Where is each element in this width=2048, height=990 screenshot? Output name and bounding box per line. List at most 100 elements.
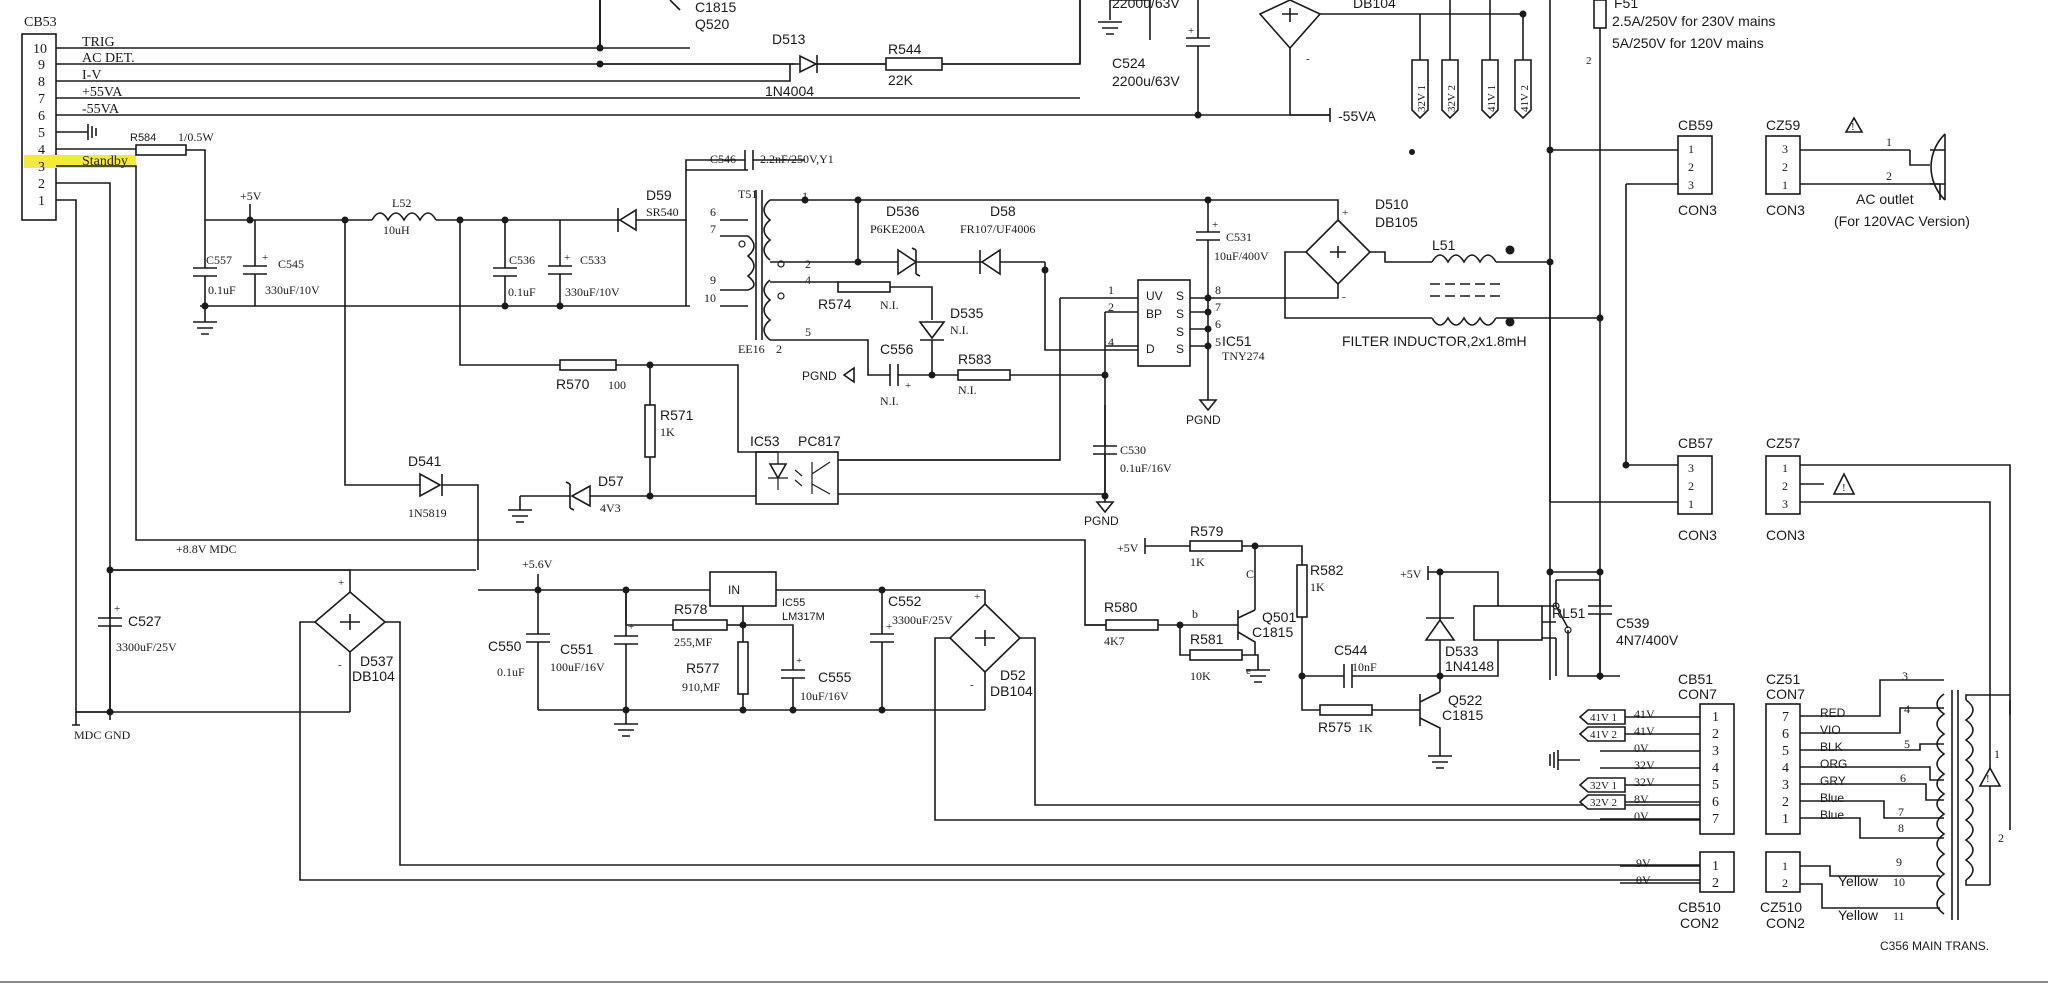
c531-plus: + xyxy=(1212,219,1218,231)
cb51-flag-2: 32V 1 xyxy=(1590,780,1617,792)
d52-minus: - xyxy=(970,679,974,691)
c524-plus: + xyxy=(1188,25,1194,37)
cb59-label: CB59 xyxy=(1678,117,1713,133)
flag-41v1: 41V 1 xyxy=(1486,85,1498,112)
d59-value: SR540 xyxy=(646,205,679,219)
q501-b: b xyxy=(1192,607,1198,621)
signal-neg55va: -55VA xyxy=(82,102,120,117)
c530-value: 0.1uF/16V xyxy=(1120,461,1172,475)
pgnd-label-3: PGND xyxy=(1084,514,1119,528)
r544-value: 22K xyxy=(888,72,914,88)
r570-label: R570 xyxy=(556,376,590,392)
resistor-r581 xyxy=(1189,649,1243,661)
filter-inductor-label: FILTER INDUCTOR,2x1.8mH xyxy=(1342,333,1527,349)
r584-value: 1/0.5W xyxy=(178,130,214,144)
cb510-voltage-1: 9V xyxy=(1636,856,1651,870)
ic51-uv: UV xyxy=(1146,289,1163,303)
ic51-pin4: 4 xyxy=(1108,335,1114,349)
cz51-pin-5: 5 xyxy=(1782,744,1789,759)
ic55-in: IN xyxy=(728,583,740,597)
r581-label: R581 xyxy=(1190,631,1224,647)
d510-value: DB105 xyxy=(1375,214,1418,230)
c545-value: 330uF/10V xyxy=(265,283,320,297)
trans-pin2: 2 xyxy=(1998,831,2004,845)
cb59-pin2: 2 xyxy=(1688,160,1694,174)
fuse-f51 xyxy=(1593,0,1607,29)
cz51-wire-color-blk: BLK xyxy=(1820,740,1843,754)
resistor-r570 xyxy=(559,359,617,371)
cz51-pin-4: 4 xyxy=(1782,761,1789,776)
relay-section: +5V R579 1K C R582 1K R580 4K7 b R581 10… xyxy=(1085,523,1679,769)
cz510-wire-2: Yellow xyxy=(1838,907,1879,923)
cb51-voltage-1: 41V xyxy=(1634,707,1655,721)
r578-label: R578 xyxy=(674,601,708,617)
d536-label: D536 xyxy=(886,203,920,219)
cb51-flag-1: 41V 2 xyxy=(1590,729,1617,741)
r574-value: N.I. xyxy=(880,298,899,312)
cb510-con2: CON2 xyxy=(1680,915,1719,931)
d52-value: DB104 xyxy=(990,683,1033,699)
trans-pin6: 6 xyxy=(1900,771,1906,785)
cz51-pin-7: 7 xyxy=(1782,710,1789,725)
ic51-s2: S xyxy=(1176,307,1184,321)
signal-ac-det: AC DET. xyxy=(82,51,135,66)
c524-value: 2200u/63V xyxy=(1112,73,1180,89)
fuse-rating-1: 2.5A/250V for 230V mains xyxy=(1612,13,1775,29)
r581-value: 10K xyxy=(1190,669,1211,683)
ac-outlet-label: AC outlet xyxy=(1856,191,1914,207)
cz51-wire-color-gry: GRY xyxy=(1820,774,1846,788)
warning-icon-2 xyxy=(1832,472,1856,495)
cb53-pin-5: 5 xyxy=(38,126,45,141)
d510-minus: - xyxy=(1342,291,1346,303)
warning-mark-2: ! xyxy=(1842,482,1846,494)
l52-label: L52 xyxy=(392,196,411,210)
pgnd-label-1: PGND xyxy=(802,369,837,383)
main-trans-label: C356 MAIN TRANS. xyxy=(1880,939,1989,953)
cz57-pin1: 1 xyxy=(1782,461,1788,475)
d536-value: P6KE200A xyxy=(870,222,926,236)
diode-d513 xyxy=(799,54,818,74)
c546-value: 2.2nF/250V,Y1 xyxy=(760,152,834,166)
trans-pin3: 3 xyxy=(1902,669,1908,683)
c546-label: C546 xyxy=(710,152,736,166)
cz51-pin-3: 3 xyxy=(1782,778,1789,793)
r577-value: 910,MF xyxy=(682,680,721,694)
cz51-pin-1: 1 xyxy=(1782,812,1789,827)
cb51-pin-4: 4 xyxy=(1712,761,1719,776)
ic53-label: IC53 xyxy=(750,433,780,449)
ic51-d: D xyxy=(1146,342,1155,356)
main-transformer: ! 1 2 3 4 5 6 8 7 9 10 11 xyxy=(1893,669,2011,923)
c545-label: C545 xyxy=(278,257,304,271)
rl51-label: RL51 xyxy=(1552,605,1586,621)
db104-top-label: DB104 xyxy=(1353,0,1396,11)
t51-pin10: 10 xyxy=(704,291,716,305)
d535-label: D535 xyxy=(950,305,984,321)
d535-value: N.I. xyxy=(950,323,969,337)
resistor-r544 xyxy=(885,57,943,71)
l52-value: 10uH xyxy=(383,223,410,237)
c551-label: C551 xyxy=(560,641,594,657)
f51-label: F51 xyxy=(1614,0,1638,11)
r580-label: R580 xyxy=(1104,599,1138,615)
r583-label: R583 xyxy=(958,351,992,367)
cz510-label: CZ510 xyxy=(1760,899,1802,915)
diode-d59 xyxy=(618,208,637,232)
flag-32v2: 32V 2 xyxy=(1446,85,1458,112)
cz51-wire-color-red: RED xyxy=(1820,706,1846,720)
ic51-pin2: 2 xyxy=(1108,300,1114,314)
cb510-voltage-2: 0V xyxy=(1636,873,1651,887)
cb51-flag-shape xyxy=(1578,709,1626,725)
cb53-pin-8: 8 xyxy=(38,75,45,90)
signal-iv: I-V xyxy=(82,68,101,83)
cb51-flag-shape xyxy=(1578,794,1626,810)
t51-pin2: 2 xyxy=(805,257,811,271)
diode-d533 xyxy=(1424,618,1456,641)
ic51-s1: S xyxy=(1176,289,1184,303)
cb51-pin-5: 5 xyxy=(1712,778,1719,793)
resistor-r582 xyxy=(1296,564,1308,618)
d57-value: 4V3 xyxy=(600,501,621,515)
d510-label: D510 xyxy=(1375,196,1409,212)
t51-pin5: 5 xyxy=(805,325,811,339)
c552-value: 3300uF/25V xyxy=(892,613,953,627)
